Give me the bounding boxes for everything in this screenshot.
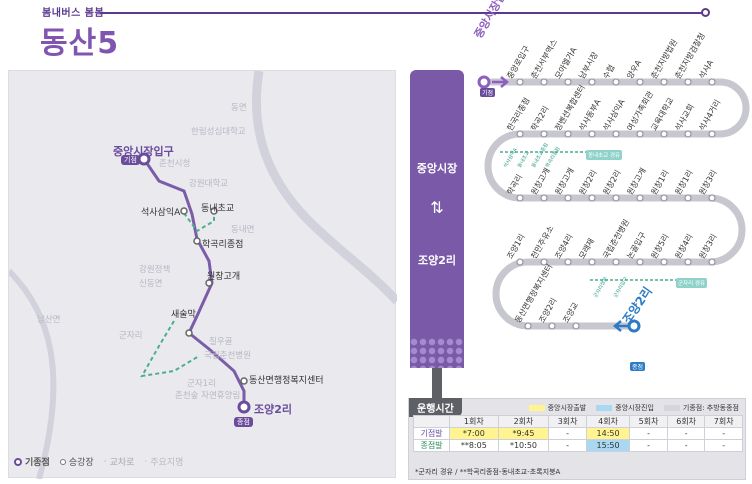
legend-item-a: 중앙시장출발 [528,403,586,413]
diagram-end-dot [627,319,641,333]
start-tag: 기점 [121,155,140,165]
schedule-note: *군자리 경유 / **학곡리종점-동내초교-초록지붕A [415,468,561,476]
branch-note-dongnae: 동내초교 경유 [586,150,623,160]
map-place: 강원정책 [139,265,171,275]
pillar-pattern [410,338,464,368]
map-place: 칠우골 [209,337,233,347]
map-place: 한림성심대학교 [191,127,246,137]
table-header: 3회차 [548,415,587,428]
map-stop-end-label: 조양2리 [254,403,293,416]
diagram-start-dot [477,75,491,89]
map-place: 국립춘천병원 [204,351,251,361]
branch-route-gunja [140,320,200,378]
map-stop-label: 동산면행정복지센터 [249,376,324,386]
legend-terminal: 기종점 [14,455,50,468]
map-place: 남산면 [37,315,61,325]
brand-logo: 봄내버스 봄봄 [42,8,105,19]
map-place: 춘천시청 [159,159,191,169]
pillar-pole [432,368,442,408]
table-header: 2회차 [497,415,550,428]
map-place: 동면 [231,103,247,113]
map-stop-label: 석사삼익A [141,208,181,218]
map-place: 신동면 [139,279,163,289]
diagram-start-tag: 기점 [480,88,496,97]
table-row: 종점발 **8:05 *10:50 - 15:50 - - - [413,439,743,452]
legend-item-b: 중앙시장진입 [596,403,654,413]
schedule-table: 1회차 2회차 3회차 4회차 5회차 6회차 7회차 기점발 *7:00 *9… [413,415,743,452]
map-stop-label: 학곡리종점 [202,240,244,250]
route-diagram [477,75,750,333]
end-tag: 종점 [234,417,253,427]
map-stop-label: 새술막 [171,310,196,320]
table-header: 4회차 [585,415,631,428]
route-map: 동면 한림성심대학교 춘천시청 강원대학교 동내면 강원정책 신동면 군자리 국… [8,70,397,479]
schedule-legend: 중앙시장출발 중앙시장진입 기종점: 추방동종점 [528,403,739,413]
pillar-top-label: 중앙시장 [416,162,458,175]
table-row: 기점발 *7:00 *9:45 - 14:50 - - - [413,427,743,440]
map-stop-label: 원창고개 [207,272,241,282]
map-place: 군자리 [119,331,143,341]
branch-note-gunja: 군자리 경유 [676,278,708,288]
schedule-panel: 운행시간 중앙시장출발 중앙시장진입 기종점: 추방동종점 1회차 2회차 3회… [408,398,746,480]
legend-junction: · 교차로 [103,456,135,469]
end-arrow-icon [613,320,628,332]
map-graphic [9,71,397,479]
schedule-title: 운행시간 [409,398,462,417]
header-rule [100,12,706,14]
map-place: 동내면 [231,225,255,235]
updown-arrow-icon: ⇅ [430,198,444,217]
table-header: 5회차 [629,415,668,428]
map-place: 군자1리 [187,379,216,389]
branch-route-dongnae [183,211,215,233]
map-legend: 기종점 승강장 · 교차로 · 주요지명 [14,455,183,468]
map-stop-label: 동내초교 [201,204,235,214]
diagram-stops [516,78,716,330]
table-header: 1회차 [449,415,499,428]
terminus-pillar: 중앙시장 ⇅ 조양2리 [410,70,464,368]
map-stop-start-label: 중앙시장입구 [113,145,174,158]
table-header: 7회차 [704,415,743,428]
legend-stop: 승강장 [59,455,94,468]
legend-landmark: · 주요지명 [144,456,184,469]
start-arrow-icon [492,76,509,88]
diagram-end-tag: 종점 [630,362,646,371]
pillar-bottom-label: 조양2리 [417,254,456,267]
map-stop-end [237,400,251,414]
map-place: 강원대학교 [189,179,229,189]
legend-item-c: 기종점: 추방동종점 [663,403,739,413]
table-header: 6회차 [666,415,706,428]
route-title: 동산5 [40,26,120,61]
header-rule-end-dot [701,8,710,17]
table-header [413,415,450,428]
map-place: 춘천숲 자연휴양림 [175,391,241,401]
